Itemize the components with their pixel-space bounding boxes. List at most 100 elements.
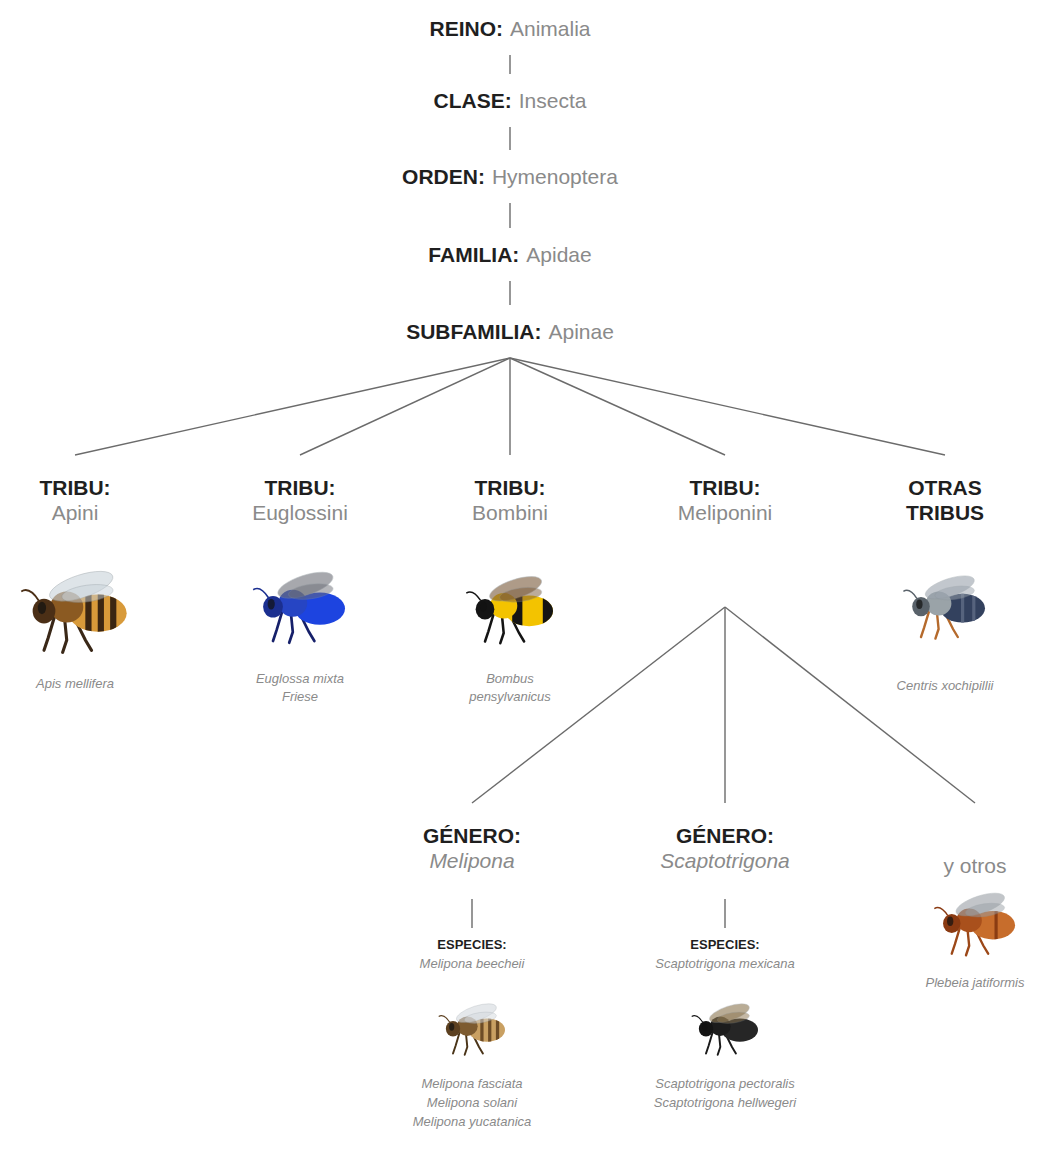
bee-wing — [707, 1000, 751, 1026]
bee-wing — [923, 571, 977, 604]
taxon-name: Scaptotrigona pectoralis — [655, 1074, 794, 1093]
tree-connector — [471, 899, 472, 928]
taxon-node: GÉNERO:Melipona — [422, 803, 523, 899]
taxon-name: Scaptotrigona — [660, 848, 790, 873]
taxon-name: Centris xochipillii — [897, 677, 994, 695]
taxon-name: Scaptotrigona hellwegeri — [654, 1093, 796, 1112]
bee-eye — [916, 599, 922, 609]
bee-leg — [63, 619, 67, 652]
bee-head — [263, 596, 283, 618]
rank-label: TRIBU: — [264, 475, 335, 500]
taxon-name: Apinae — [548, 319, 613, 344]
bee-illustration — [448, 565, 573, 650]
bee-leg — [464, 1034, 467, 1055]
taxon-name: Euglossini — [252, 500, 348, 525]
bee-eye — [479, 602, 486, 612]
taxon-node: ESPECIES:Melipona beecheiiMelipona fasci… — [412, 928, 533, 1135]
bee-illustration — [890, 565, 1000, 645]
bee-illustration — [673, 995, 778, 1060]
taxon-name: Melipona fasciata — [421, 1074, 522, 1093]
bee-wing — [61, 582, 114, 606]
bee-antenna — [438, 1016, 449, 1023]
bee-stripe — [542, 591, 552, 634]
taxon-name: Meliponini — [678, 500, 773, 525]
rank-label: REINO: — [429, 16, 503, 41]
taxon-name: Scaptotrigona mexicana — [655, 954, 794, 973]
rank-label: FAMILIA: — [428, 242, 519, 267]
taxon-node: REINO: Animalia — [428, 2, 592, 55]
rank-label: OTRAS TRIBUS — [885, 475, 1005, 525]
bee-antenna — [691, 1016, 702, 1023]
rank-label: TRIBU: — [689, 475, 760, 500]
taxon-node: ESPECIES:Scaptotrigona mexicanaScaptotri… — [653, 928, 798, 1116]
taxon-node: GÉNERO:Scaptotrigona — [659, 803, 791, 899]
bee-leg — [935, 613, 938, 639]
bee-illustration — [230, 560, 370, 650]
bee-wing — [498, 585, 542, 604]
bee-head — [698, 1021, 712, 1037]
taxon-name: Bombini — [472, 500, 548, 525]
bee-eye — [702, 1023, 707, 1031]
bee-illustration — [928, 882, 1023, 962]
taxon-node: FAMILIA: Apidae — [427, 228, 593, 281]
tree-connector — [509, 55, 510, 74]
bee-wing — [454, 1000, 498, 1026]
rank-label: ORDEN: — [402, 164, 485, 189]
tree-connector — [472, 607, 725, 803]
rank-label: TRIBU: — [474, 475, 545, 500]
bee-wing — [934, 584, 975, 602]
taxon-name: Apis mellifera — [36, 675, 114, 693]
tree-connector — [509, 358, 510, 455]
bee-wing — [716, 1010, 750, 1025]
bee-antenna — [934, 908, 947, 916]
tree-connector — [724, 607, 725, 803]
taxon-node: CLASE: Insecta — [433, 74, 588, 127]
taxon-name: Melipona — [429, 848, 514, 873]
bee-leg — [289, 614, 293, 643]
rank-label: GÉNERO: — [423, 823, 521, 848]
tree-connector — [509, 127, 510, 150]
taxon-node: ORDEN: Hymenoptera — [401, 150, 619, 203]
bee-antenna — [21, 590, 39, 601]
taxon-node: TRIBU:BombiniBombus pensylvanicus — [447, 455, 574, 710]
tree-connector — [509, 203, 510, 228]
taxon-node: OTRAS TRIBUS Centris xochipillii — [884, 455, 1006, 699]
bee-stripe — [110, 588, 116, 640]
bee-illustration — [13, 553, 137, 665]
bee-head — [445, 1021, 459, 1037]
taxon-name: Apidae — [526, 242, 591, 267]
rank-label: GÉNERO: — [676, 823, 774, 848]
rank-label: y otros — [943, 853, 1006, 878]
taxon-name: Melipona beecheii — [420, 954, 525, 973]
bee-wing — [964, 901, 1005, 919]
bee-illustration — [415, 995, 530, 1060]
bee-wing — [46, 565, 116, 607]
taxon-name: Melipona solani — [427, 1093, 517, 1112]
tree-connector — [725, 607, 975, 803]
tree-connector — [510, 358, 725, 455]
bee-stripe — [972, 589, 975, 629]
bee-antenna — [253, 589, 268, 598]
taxon-name: Hymenoptera — [492, 164, 618, 189]
rank-label: CLASE: — [434, 88, 512, 113]
rank-label: TRIBU: — [39, 475, 110, 500]
taxon-name: Insecta — [519, 88, 587, 113]
rank-label: ESPECIES: — [690, 936, 759, 954]
bee-wing — [275, 567, 336, 604]
taxon-name: Plebeia jatiformis — [926, 974, 1025, 992]
tree-connector — [509, 281, 510, 305]
tree-connector — [300, 358, 510, 455]
taxon-name: Animalia — [510, 16, 591, 41]
bee-eye — [38, 602, 46, 614]
taxon-node: TRIBU:Meliponini — [677, 455, 774, 607]
bee-leg — [966, 930, 969, 955]
rank-label: SUBFAMILIA: — [406, 319, 541, 344]
tree-connector — [510, 358, 945, 455]
bee-eye — [449, 1023, 454, 1031]
bee-head — [943, 914, 960, 933]
tree-connector — [75, 358, 510, 455]
taxon-name: Bombus pensylvanicus — [458, 670, 563, 706]
bee-eye — [268, 599, 275, 610]
taxon-name: Euglossa mixta Friese — [248, 670, 353, 706]
bee-stripe — [495, 1015, 498, 1048]
